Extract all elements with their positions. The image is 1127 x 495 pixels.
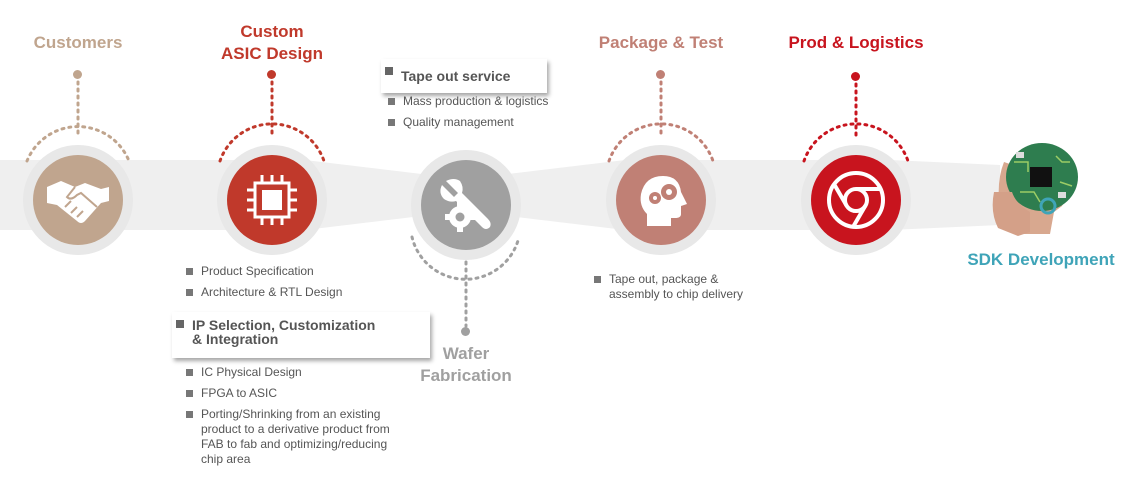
asic-bullets-bottom: IC Physical Design FPGA to ASIC Porting/…	[185, 365, 403, 473]
chrome-logo-icon	[827, 171, 885, 229]
chip-icon	[247, 175, 297, 225]
head-gears-icon	[640, 176, 687, 226]
prod-node	[801, 145, 911, 255]
list-item: Quality management	[387, 115, 577, 130]
wafer-title-line2: Fabrication	[420, 366, 512, 385]
wafer-title: Wafer Fabrication	[396, 343, 536, 387]
asic-dot	[267, 70, 276, 79]
wrench-gear-icon	[440, 179, 491, 232]
package-dot	[656, 70, 665, 79]
sdk-title: SDK Development	[967, 250, 1115, 269]
asic-node	[217, 145, 327, 255]
handshake-icon	[47, 181, 109, 223]
circuit-board-hand-icon	[992, 143, 1078, 236]
wafer-title-line1: Wafer	[442, 344, 490, 363]
asic-callout-line2: & Integration	[192, 331, 279, 347]
customers-title: Customers	[33, 33, 123, 52]
asic-title-line2: ASIC Design	[220, 44, 324, 63]
asic-bullets-top: Product Specification Architecture & RTL…	[185, 264, 385, 306]
package-bullets: Tape out, package & assembly to chip del…	[593, 272, 753, 308]
package-title: Package & Test	[598, 33, 724, 52]
prod-title: Prod & Logistics	[788, 33, 924, 52]
asic-callout-line1: IP Selection, Customization	[192, 317, 376, 333]
list-item: Product Specification	[185, 264, 385, 279]
list-item: Mass production & logistics	[387, 94, 577, 109]
list-item: IC Physical Design	[185, 365, 403, 380]
list-item: Tape out, package & assembly to chip del…	[593, 272, 753, 302]
list-item: Porting/Shrinking from an existing produ…	[185, 407, 403, 467]
list-item: FPGA to ASIC	[185, 386, 403, 401]
wafer-node	[411, 150, 521, 260]
asic-callout: IP Selection, Customization & Integratio…	[172, 312, 430, 358]
prod-dot	[851, 72, 860, 81]
wafer-bullets: Mass production & logistics Quality mana…	[387, 94, 577, 136]
wafer-dot	[461, 327, 470, 336]
list-item: Architecture & RTL Design	[185, 285, 385, 300]
customers-dot	[73, 70, 82, 79]
asic-title: Custom ASIC Design	[202, 21, 342, 65]
package-node	[606, 145, 716, 255]
customers-node	[23, 145, 133, 255]
wafer-callout: Tape out service	[381, 59, 547, 93]
asic-title-line1: Custom	[240, 22, 304, 41]
